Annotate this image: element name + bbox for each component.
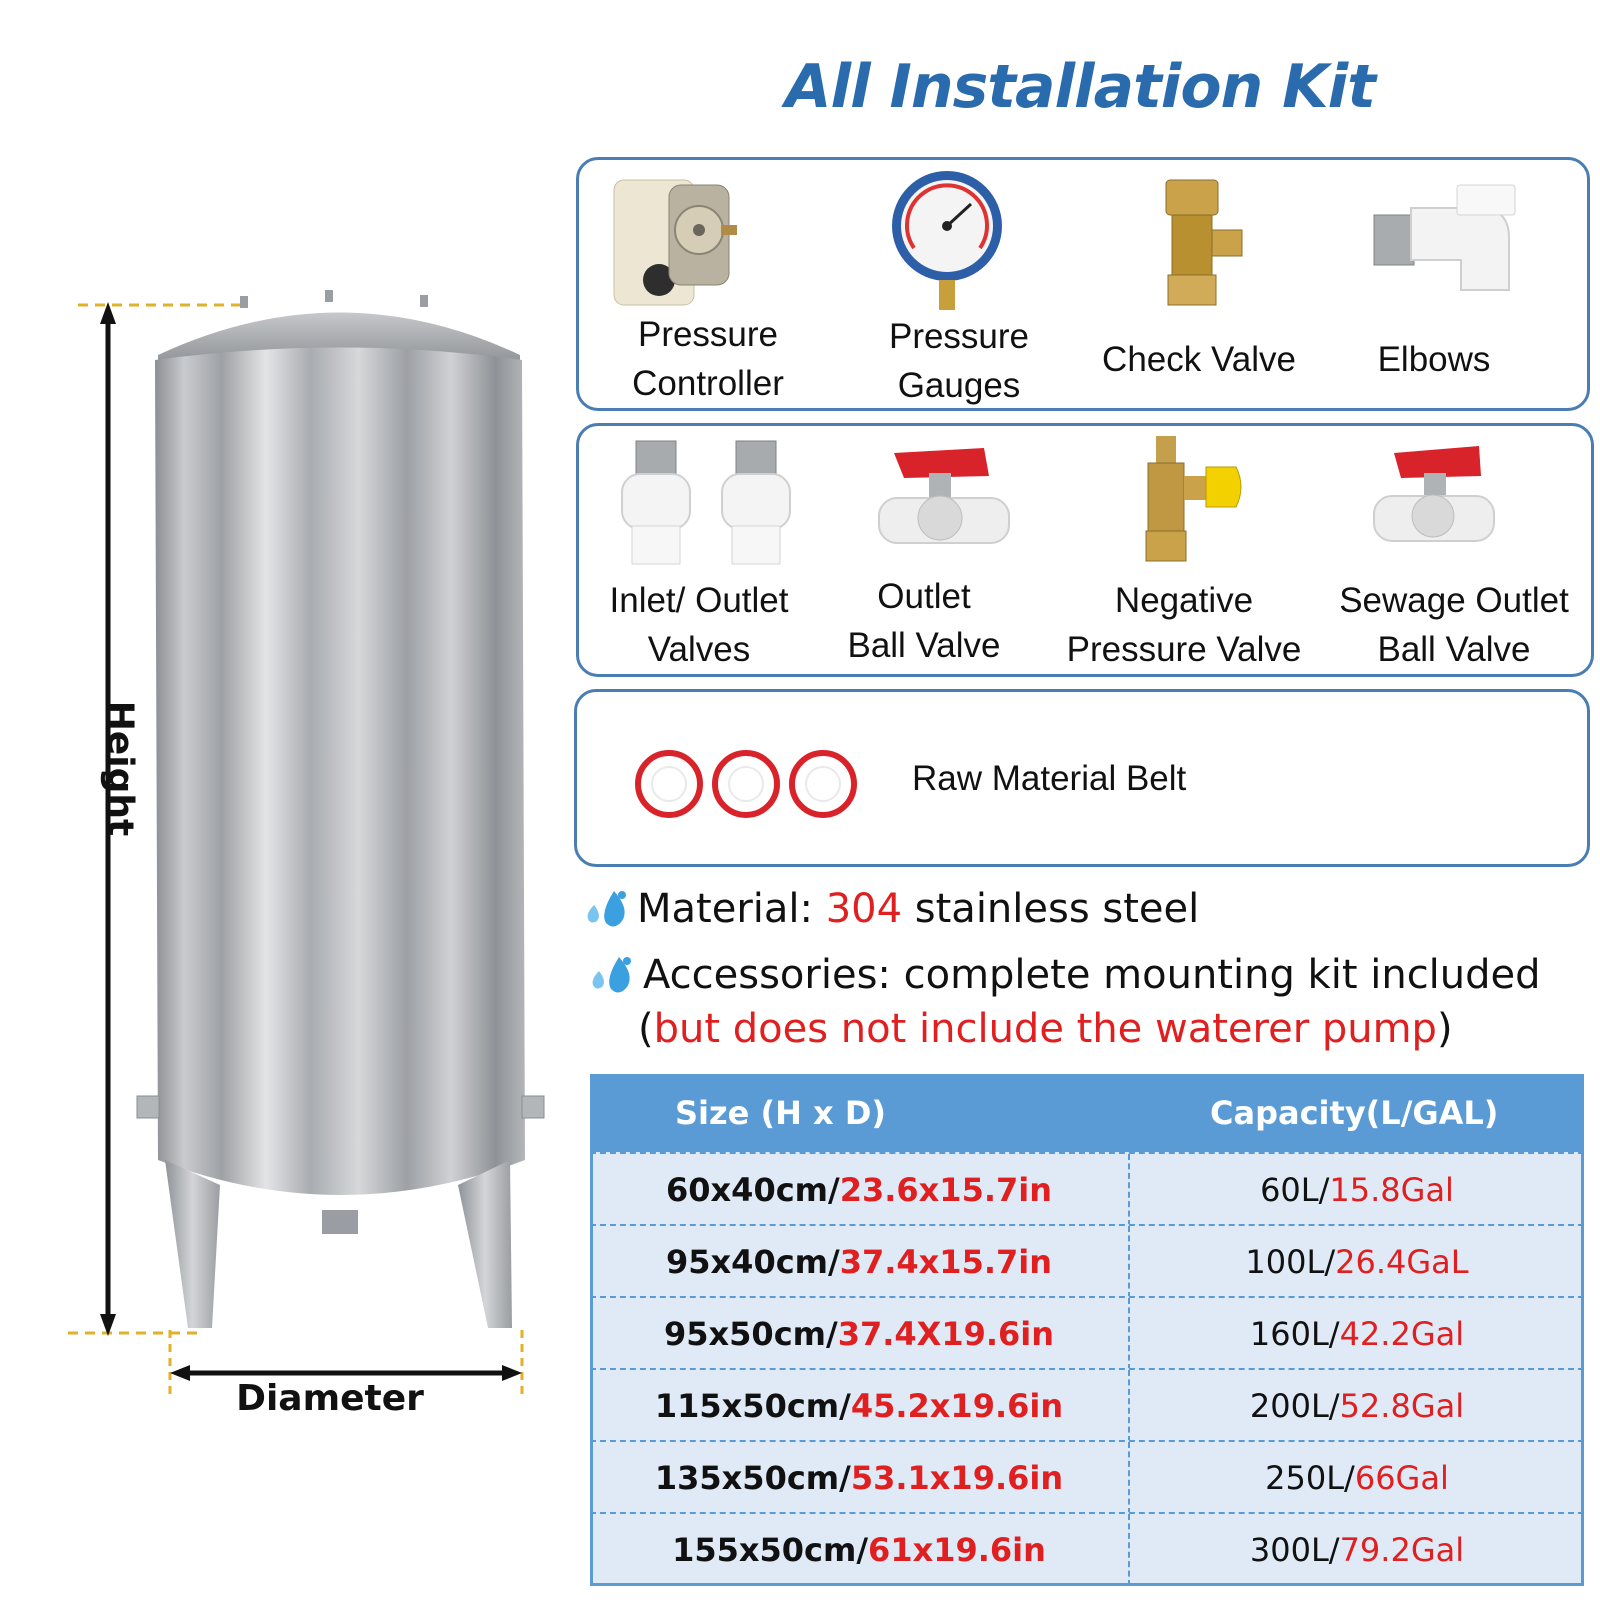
size-in: 37.4x15.7in — [839, 1243, 1052, 1281]
table-row: 95x50cm/37.4X19.6in 160L/42.2Gal — [590, 1296, 1584, 1370]
capacity-cell: 60L/15.8Gal — [1128, 1154, 1584, 1226]
capacity-cell: 250L/66Gal — [1128, 1442, 1584, 1514]
capacity-l: 100L/ — [1245, 1243, 1336, 1281]
size-cell: 155x50cm/61x19.6in — [590, 1514, 1128, 1586]
capacity-gal: 79.2Gal — [1339, 1531, 1465, 1569]
spec-table-header: Size (H x D) Capacity(L/GAL) — [590, 1074, 1584, 1152]
header-size: Size (H x D) — [675, 1094, 886, 1132]
kit-item-check-valve: Check Valve — [1084, 335, 1314, 384]
sewage-ball-valve-icon — [1373, 446, 1495, 542]
capacity-l: 250L/ — [1265, 1459, 1355, 1497]
size-in: 23.6x15.7in — [839, 1171, 1052, 1209]
note-open: ( — [638, 1006, 654, 1052]
capacity-l: 300L/ — [1249, 1531, 1340, 1569]
ball-valve-icon — [878, 448, 1010, 544]
kit-item-pressure-controller: Pressure Controller — [603, 310, 813, 408]
size-in: 45.2x19.6in — [850, 1387, 1064, 1425]
water-drop-icon — [587, 891, 626, 927]
kit-item-label: Raw Material Belt — [912, 759, 1187, 798]
kit-item-negative-pressure-valve: Negative Pressure Valve — [1039, 576, 1329, 674]
kit-item-label: Sewage Outlet Ball Valve — [1339, 581, 1569, 669]
kit-item-label: Negative Pressure Valve — [1066, 581, 1302, 669]
size-in: 61x19.6in — [868, 1531, 1046, 1569]
size-cell: 60x40cm/23.6x15.7in — [590, 1154, 1128, 1226]
kit-box-row1: Pressure Controller Pressure Gauges Chec… — [576, 157, 1590, 411]
capacity-gal: 42.2Gal — [1339, 1315, 1465, 1353]
note-text: but does not include the waterer pump — [653, 1006, 1437, 1052]
capacity-l: 200L/ — [1249, 1387, 1340, 1425]
kit-item-label: Pressure Gauges — [888, 317, 1030, 405]
size-cm: 60x40cm/ — [666, 1171, 840, 1209]
capacity-cell: 200L/52.8Gal — [1128, 1370, 1584, 1442]
kit-item-raw-material-belt: Raw Material Belt — [912, 754, 1242, 803]
table-row: 135x50cm/53.1x19.6in 250L/66Gal — [590, 1440, 1584, 1514]
pump-note: (but does not include the waterer pump) — [638, 1006, 1453, 1052]
kit-item-label: Outlet Ball Valve — [847, 577, 1001, 665]
material-feature: Material: 304 stainless steel — [637, 886, 1199, 932]
kit-item-pressure-gauges: Pressure Gauges — [844, 312, 1074, 410]
size-in: 37.4X19.6in — [837, 1315, 1055, 1353]
kit-item-label: Inlet/ Outlet Valves — [609, 581, 789, 669]
table-row: 60x40cm/23.6x15.7in 60L/15.8Gal — [590, 1152, 1584, 1226]
height-dimension-arrow — [68, 302, 240, 1336]
size-cell: 95x40cm/37.4x15.7in — [590, 1226, 1128, 1298]
size-cell: 115x50cm/45.2x19.6in — [590, 1370, 1128, 1442]
kit-box-row3: Raw Material Belt — [574, 689, 1590, 867]
kit-box-row2: Inlet/ Outlet Valves Outlet Ball Valve N… — [576, 423, 1594, 677]
kit-item-elbows: Elbows — [1324, 335, 1544, 384]
diameter-dimension-arrow — [168, 1330, 524, 1400]
capacity-cell: 300L/79.2Gal — [1128, 1514, 1584, 1586]
inlet-outlet-valve-icon — [621, 440, 791, 565]
tape-rolls-icon — [635, 750, 857, 818]
capacity-gal: 26.4GaL — [1335, 1243, 1469, 1281]
page-title: All Installation Kit — [785, 52, 1376, 122]
capacity-gal: 52.8Gal — [1339, 1387, 1465, 1425]
material-prefix: Material: — [637, 886, 826, 932]
kit-item-label: Pressure Controller — [632, 315, 784, 403]
diameter-label: Diameter — [236, 1378, 424, 1419]
kit-item-label: Elbows — [1377, 340, 1491, 379]
size-cell: 95x50cm/37.4X19.6in — [590, 1298, 1128, 1370]
capacity-l: 160L/ — [1249, 1315, 1340, 1353]
stainless-tank-illustration — [136, 290, 545, 1328]
capacity-cell: 160L/42.2Gal — [1128, 1298, 1584, 1370]
pressure-controller-icon — [613, 179, 737, 306]
elbow-icon — [1373, 184, 1516, 291]
accessories-feature: Accessories: complete mounting kit inclu… — [643, 952, 1541, 998]
size-cell: 135x50cm/53.1x19.6in — [590, 1442, 1128, 1514]
size-cm: 135x50cm/ — [654, 1459, 851, 1497]
height-label: Height — [99, 700, 141, 837]
size-cm: 95x50cm/ — [663, 1315, 838, 1353]
table-row: 155x50cm/61x19.6in 300L/79.2Gal — [590, 1512, 1584, 1586]
check-valve-icon — [1165, 179, 1243, 306]
size-in: 53.1x19.6in — [850, 1459, 1064, 1497]
kit-item-sewage-outlet-ball-valve: Sewage Outlet Ball Valve — [1309, 576, 1599, 674]
header-capacity: Capacity(L/GAL) — [1210, 1094, 1499, 1132]
negative-pressure-valve-icon — [1145, 436, 1242, 562]
size-cm: 95x40cm/ — [666, 1243, 840, 1281]
pressure-gauge-icon — [892, 171, 1002, 310]
capacity-l: 60L/ — [1260, 1171, 1330, 1209]
water-drop-icon — [592, 957, 631, 993]
material-suffix: stainless steel — [902, 886, 1200, 932]
capacity-cell: 100L/26.4GaL — [1128, 1226, 1584, 1298]
table-row: 115x50cm/45.2x19.6in 200L/52.8Gal — [590, 1368, 1584, 1442]
kit-item-label: Check Valve — [1102, 340, 1296, 379]
capacity-gal: 15.8Gal — [1329, 1171, 1454, 1209]
table-row: 95x40cm/37.4x15.7in 100L/26.4GaL — [590, 1224, 1584, 1298]
size-cm: 155x50cm/ — [672, 1531, 869, 1569]
kit-item-inlet-outlet-valves: Inlet/ Outlet Valves — [584, 576, 814, 674]
kit-item-outlet-ball-valve: Outlet Ball Valve — [824, 572, 1024, 670]
size-cm: 115x50cm/ — [654, 1387, 851, 1425]
capacity-gal: 66Gal — [1354, 1459, 1449, 1497]
material-value: 304 — [825, 886, 903, 932]
note-close: ) — [1436, 1006, 1453, 1052]
